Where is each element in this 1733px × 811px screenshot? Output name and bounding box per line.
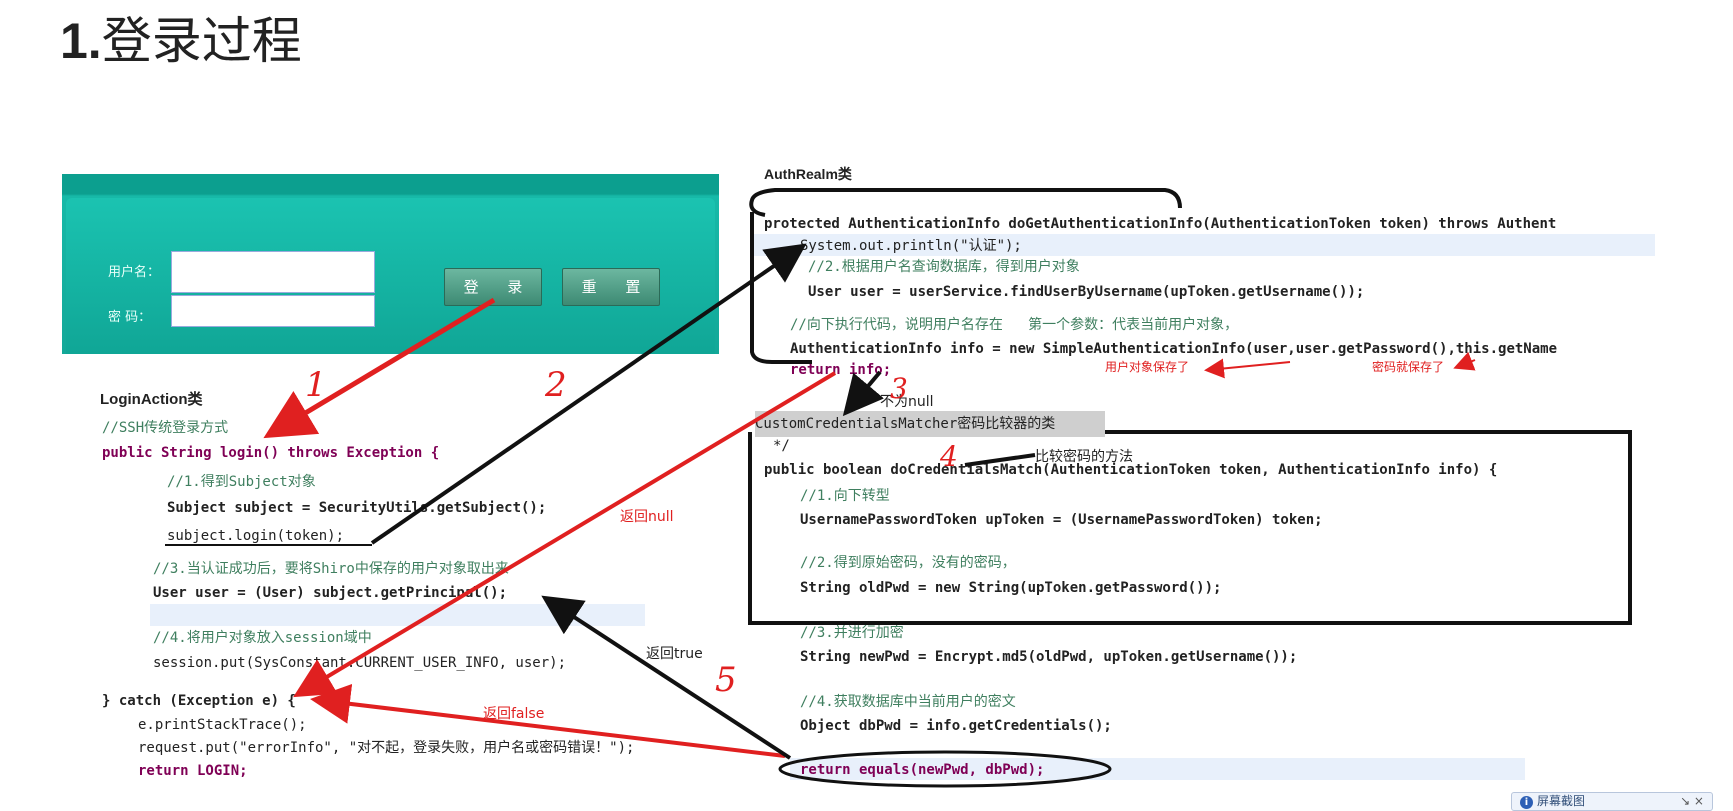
annotation-return-true: 返回true — [646, 646, 703, 662]
code-line: } catch (Exception e) { — [102, 693, 296, 709]
code-line: //2.得到原始密码，没有的密码， — [800, 555, 1016, 571]
info-icon: i — [1520, 796, 1533, 809]
matcher-box — [748, 430, 1632, 625]
code-line: //4.获取数据库中当前用户的密文 — [800, 694, 1016, 710]
password-label: 密 码： — [108, 310, 152, 325]
annotation-user-saved: 用户对象保存了 — [1105, 360, 1190, 374]
arrow-3 — [842, 370, 884, 417]
arrow-return-true — [541, 595, 792, 760]
username-label: 用户名： — [108, 265, 161, 280]
matcher-header: CustomCredentialsMatcher密码比较器的类 — [755, 411, 1105, 437]
code-line: //1.向下转型 — [800, 488, 890, 504]
step-number-3: 3 — [890, 372, 908, 405]
code-line: return equals(newPwd, dbPwd); — [800, 762, 1045, 778]
annotation-not-null: 不为null — [880, 394, 934, 410]
arrow-password-saved — [1453, 351, 1476, 371]
code-line: protected AuthenticationInfo doGetAuthen… — [764, 216, 1557, 232]
auth-realm-bracket-left — [750, 212, 812, 364]
code-line: //1.得到Subject对象 — [167, 474, 316, 490]
code-line: UsernamePasswordToken upToken = (Usernam… — [800, 512, 1323, 528]
code-line: public String login() throws Exception { — [102, 445, 440, 461]
password-input[interactable] — [171, 295, 375, 327]
code-line: Object dbPwd = info.getCredentials(); — [800, 718, 1112, 734]
annotation-password-saved: 密码就保存了 — [1372, 360, 1445, 374]
code-line: String newPwd = Encrypt.md5(oldPwd, upTo… — [800, 649, 1298, 665]
arrow-return-null — [293, 371, 837, 698]
code-line: public boolean doCredentialsMatch(Authen… — [764, 462, 1498, 478]
code-line: //3.当认证成功后，要将Shiro中保存的用户对象取出来 — [153, 561, 509, 577]
code-line: System.out.println("认证"); — [800, 238, 1022, 254]
code-line: request.put("errorInfo", "对不起，登录失败，用户名或密… — [138, 740, 635, 756]
tooltip-controls[interactable]: ↘ × — [1680, 794, 1704, 808]
login-action-header: LoginAction类 — [100, 391, 203, 408]
code-line: */ — [773, 438, 790, 454]
annotation-return-null: 返回null — [620, 509, 674, 525]
username-input[interactable] — [171, 251, 375, 293]
title-number: 1. — [60, 13, 102, 69]
arrow-4 — [964, 453, 1036, 467]
return-ellipse — [778, 750, 1112, 788]
screenshot-tooltip[interactable]: i 屏幕截图 ↘ × — [1511, 792, 1713, 811]
annotation-return-false: 返回false — [483, 706, 545, 722]
tooltip-text: 屏幕截图 — [1537, 794, 1586, 808]
login-button[interactable]: 登 录 — [444, 268, 542, 306]
reset-button[interactable]: 重 置 — [562, 268, 660, 306]
code-line: e.printStackTrace(); — [138, 717, 307, 733]
code-line: User user = userService.findUserByUserna… — [808, 284, 1365, 300]
code-line: //4.将用户对象放入session域中 — [153, 630, 372, 646]
code-line: String oldPwd = new String(upToken.getPa… — [800, 580, 1222, 596]
auth-realm-header: AuthRealm类 — [764, 166, 852, 182]
code-line: subject.login(token); — [167, 528, 345, 544]
code-line: //3.并进行加密 — [800, 625, 904, 641]
code-line: //SSH传统登录方式 — [102, 420, 229, 436]
code-line: Subject subject = SecurityUtils.getSubje… — [167, 500, 547, 516]
annotation-compare-method: 比较密码的方法 — [1035, 449, 1133, 465]
code-line: //2.根据用户名查询数据库，得到用户对象 — [808, 259, 1080, 275]
step-number-2: 2 — [545, 365, 567, 405]
highlight-bar — [790, 758, 1525, 780]
arrow-2 — [370, 243, 807, 545]
title-text: 登录过程 — [101, 12, 302, 70]
arrow-return-false — [310, 683, 786, 758]
code-line: return LOGIN; — [138, 763, 248, 779]
step-number-5: 5 — [715, 660, 737, 700]
highlight-bar — [750, 234, 1655, 256]
arrow-1 — [263, 297, 496, 439]
code-line: AuthenticationInfo info = new SimpleAuth… — [790, 341, 1558, 357]
code-line: //向下执行代码，说明用户名存在 第一个参数：代表当前用户对象， — [790, 317, 1239, 333]
step-number-4: 4 — [940, 440, 958, 473]
auth-realm-bracket — [749, 188, 1182, 217]
page-title: 1.登录过程 — [60, 6, 302, 76]
highlight-bar — [150, 604, 645, 626]
arrow-user-saved — [1204, 358, 1291, 379]
